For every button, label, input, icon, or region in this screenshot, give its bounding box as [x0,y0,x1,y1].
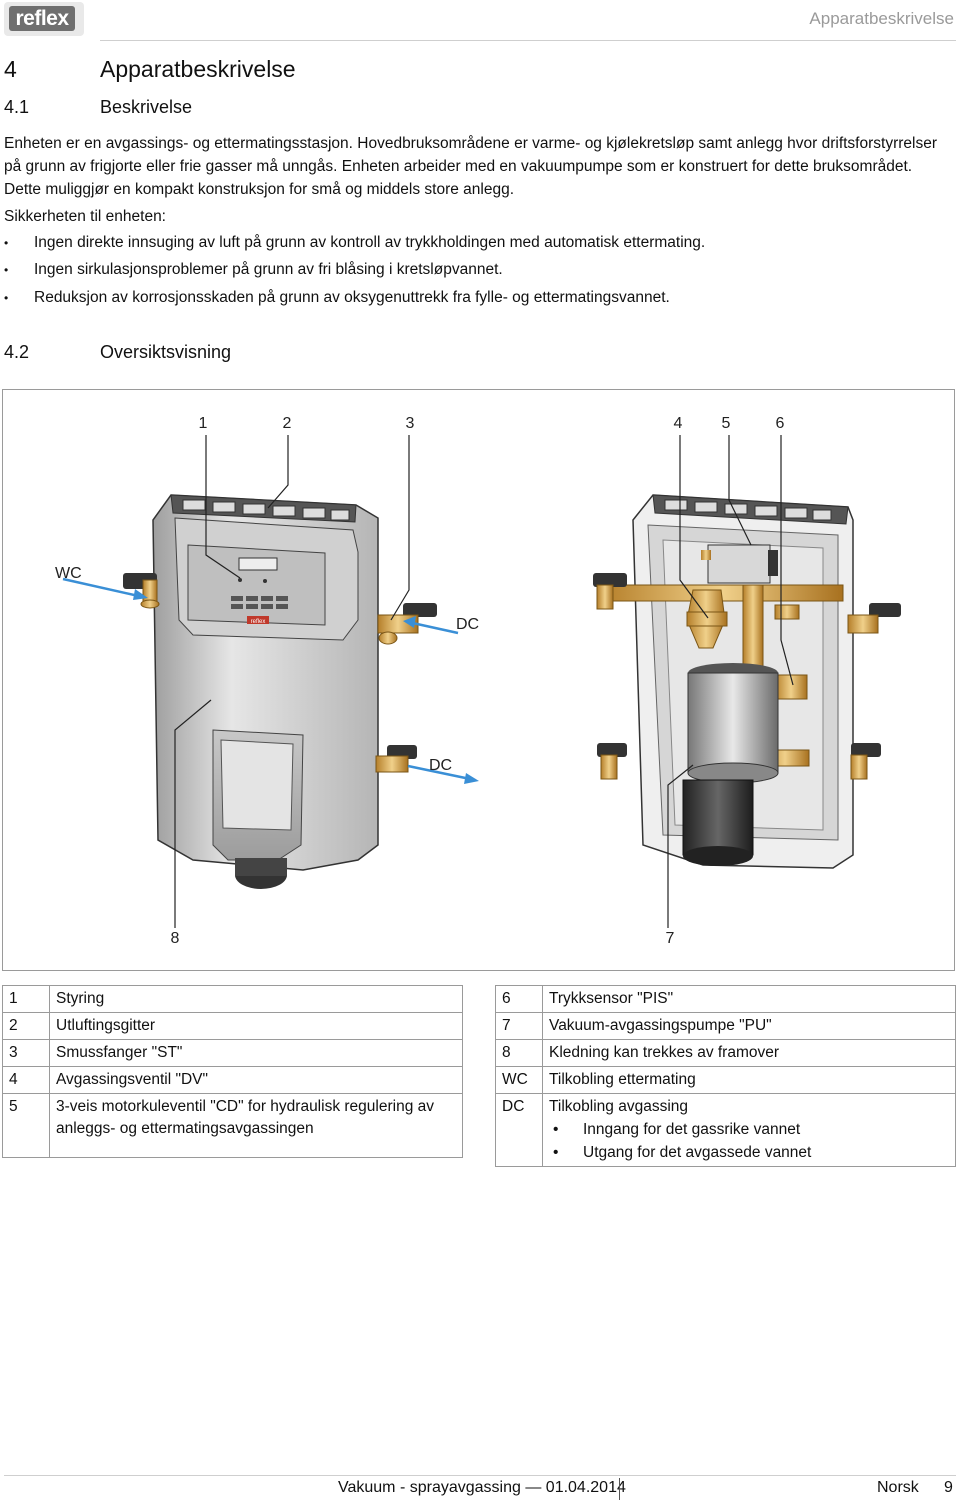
legend-sub-item: • Inngang for det gassrike vannet [549,1118,949,1141]
page-number: 9 [944,1479,953,1496]
bullet-marker: • [4,291,9,305]
legend-sub-text: Utgang for det avgassede vannet [583,1144,812,1161]
bullet-item: Ingen sirkulasjonsproblemer på grunn av … [34,261,503,278]
legend-text: 3-veis motorkuleventil "CD" for hydrauli… [56,1098,434,1115]
callout-6: 6 [776,415,785,432]
table-row: 1 Styring [2,985,463,1013]
legend-sub-item: • Utgang for det avgassede vannet [549,1141,949,1164]
footer-divider [4,1475,956,1476]
panel-logo: reflex [251,619,266,625]
device-illustration: reflex [55,415,901,947]
legend-text: Kledning kan trekkes av framover [542,1039,956,1067]
footer-language: Norsk [877,1479,919,1496]
dc-lower-label: DC [429,757,452,774]
bullet-marker: • [4,236,9,250]
legend-number: 8 [495,1039,543,1067]
callout-4: 4 [674,415,683,432]
left-wc-valve [123,573,160,609]
left-dc-upper-valve [377,603,437,645]
header-divider [100,40,956,41]
footer-document-title: Vakuum - sprayavgassing — 01.04.2014 [338,1479,626,1496]
table-row: 6 Trykksensor "PIS" [495,985,956,1013]
left-dc-lower-valve [375,745,417,773]
dc-upper-label: DC [456,616,479,633]
logo-text: reflex [9,6,75,31]
left-unit-housing: reflex [152,494,379,889]
bullet-item: Ingen direkte innsuging av luft på grunn… [34,234,706,251]
overview-figure: reflex [2,389,955,971]
legend-table-right: 6 Trykksensor "PIS" 7 Vakuum-avgassingsp… [495,985,956,1167]
callout-1: 1 [199,415,208,432]
legend-text-continued: anleggs- og ettermatingsavgassingen [56,1120,314,1137]
legend-text-cell: 3-veis motorkuleventil "CD" for hydrauli… [49,1093,463,1158]
chapter-title: Apparatbeskrivelse [100,56,296,82]
right-side-valves [593,573,901,780]
wc-label: WC [55,565,82,582]
paragraph-line: Dette muliggjør en kompakt konstruksjon … [4,181,515,198]
table-row: 2 Utluftingsgitter [2,1012,463,1040]
legend-number: 5 [2,1093,50,1158]
legend-number: 4 [2,1066,50,1094]
legend-number: 7 [495,1012,543,1040]
table-row: 5 3-veis motorkuleventil "CD" for hydrau… [2,1093,463,1158]
bullet-item: Reduksjon av korrosjonsskaden på grunn a… [34,289,670,306]
legend-number: WC [495,1066,543,1094]
chapter-number: 4 [4,56,17,82]
table-row: 3 Smussfanger "ST" [2,1039,463,1067]
legend-text: Trykksensor "PIS" [542,985,956,1013]
header-section-title: Apparatbeskrivelse [809,9,954,28]
legend-number: 3 [2,1039,50,1067]
footer-separator [619,1478,620,1500]
dc-outflow-arrow [407,764,479,784]
reflex-logo: reflex [4,2,84,36]
legend-number: 6 [495,985,543,1013]
legend-sub-text: Inngang for det gassrike vannet [583,1121,801,1138]
motor-valve-actuator [701,544,778,584]
legend-table-left: 1 Styring 2 Utluftingsgitter 3 Smussfang… [2,985,463,1158]
legend-number: 1 [2,985,50,1013]
table-row: WC Tilkobling ettermating [495,1066,956,1094]
legend-text: Tilkobling ettermating [542,1066,956,1094]
table-row: 7 Vakuum-avgassingspumpe "PU" [495,1012,956,1040]
table-row: DC Tilkobling avgassing • Inngang for de… [495,1093,956,1167]
legend-number: DC [495,1093,543,1167]
legend-text: Smussfanger "ST" [49,1039,463,1067]
callout-5: 5 [722,415,731,432]
legend-number: 2 [2,1012,50,1040]
table-row: 4 Avgassingsventil "DV" [2,1066,463,1094]
wc-inflow-arrow [62,577,148,600]
section-title: Oversiktsvisning [100,342,232,362]
section-number: 4.2 [4,342,30,362]
legend-text: Vakuum-avgassingspumpe "PU" [542,1012,956,1040]
bullet-marker: • [4,263,9,277]
legend-text: Utluftingsgitter [49,1012,463,1040]
paragraph-line: på grunn av frigjorte eller frie gasser … [4,158,913,175]
legend-text: Styring [49,985,463,1013]
brass-piping [602,584,844,767]
section-title: Beskrivelse [100,97,193,117]
legend-text-cell: Tilkobling avgassing • Inngang for det g… [542,1093,956,1167]
bullet-marker: • [553,1121,559,1138]
table-row: 8 Kledning kan trekkes av framover [495,1039,956,1067]
callout-3: 3 [406,415,415,432]
degassing-pump [682,663,779,866]
safety-intro: Sikkerheten til enheten: [4,208,166,225]
callout-7: 7 [666,930,675,947]
callout-8: 8 [171,930,180,947]
callout-leaders [174,435,794,928]
paragraph-line: Enheten er en avgassings- og ettermating… [4,135,937,152]
dc-inflow-arrow [403,616,459,635]
section-number: 4.1 [4,97,30,117]
callout-2: 2 [283,415,292,432]
bullet-marker: • [553,1144,559,1161]
legend-text: Avgassingsventil "DV" [49,1066,463,1094]
legend-text: Tilkobling avgassing [549,1098,689,1115]
